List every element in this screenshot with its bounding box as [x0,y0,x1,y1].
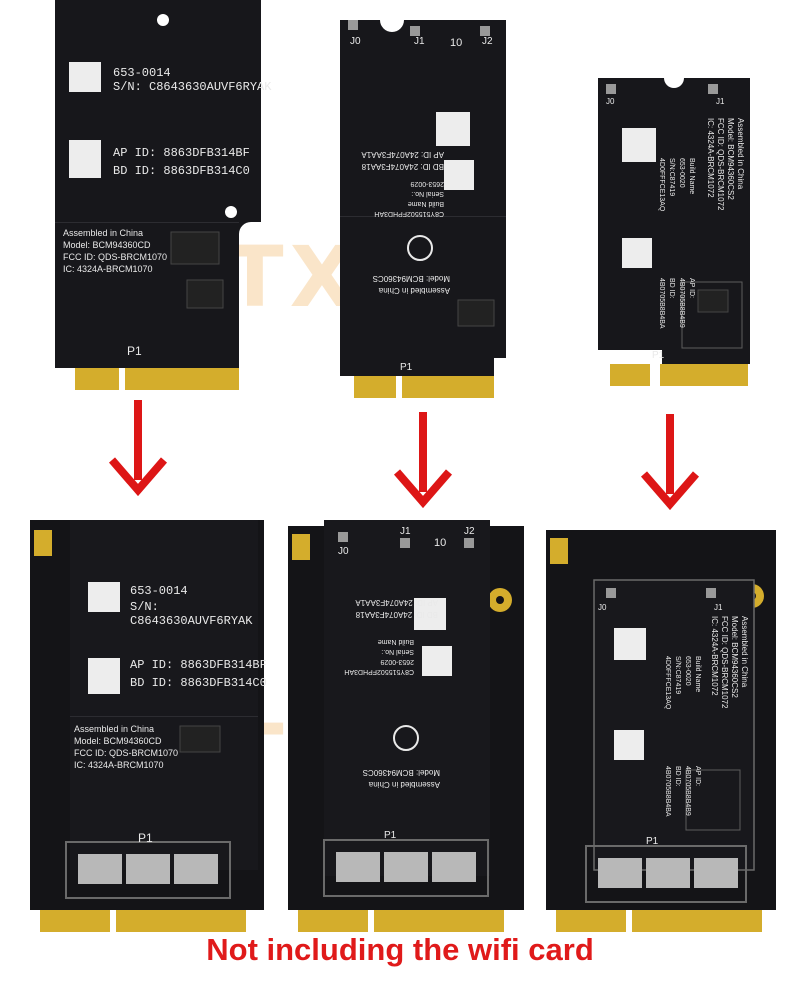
card2-badge: 10 [450,37,462,49]
card1-code: 653-0014 [113,66,171,80]
card1-ic: IC: 4324A-BRCM1070 [63,264,153,274]
caption: Not including the wifi card [206,932,594,967]
adapter1-model: Model: BCM94360CD [74,736,162,746]
card2-model: Model: BCM94360CS [373,274,450,283]
card2-build: Build Name [408,200,444,207]
adapter3-assembled: Assembled in China [740,616,749,688]
arrow-down-icon [640,414,700,511]
adapter3-p1: P1 [646,836,659,847]
adapter1-p1: P1 [138,831,153,845]
adapter3-p-code: 653-0020 [684,656,691,686]
card3-ff: 4D0FFFCE13AQ [658,158,665,212]
card2-bd-id: BD ID: 24A074F3AA18 [361,162,444,171]
adapter1-bd-id: BD ID: 8863DFB314C0 [130,676,267,690]
card3-fcc: FCC ID: QDS-BRCM1072 [716,118,725,211]
card3-sn: S/N:C87419 [668,158,675,196]
adapter1-ap-id: AP ID: 8863DFB314BF [130,658,267,672]
mini-pcie-adapter-1: P1 [30,520,264,932]
adapter2-p-code: 2653-0029 [380,658,414,665]
card2-j0: J0 [350,36,361,47]
card2-j1: J1 [414,36,425,47]
card1-model: Model: BCM94360CD [63,240,151,250]
mini-pcie-adapter-2: P1 J0 J1 J2 10 BD ID: 24A074F3AA18 AP ID… [288,520,524,932]
card3-ic: IC: 4324A-BRCM1072 [706,118,715,198]
adapter2-badge: 10 [434,537,446,549]
adapter3-j0: J0 [598,603,607,612]
card3-assembled: Assembled in China [736,118,745,190]
card3-ap: AP ID: [688,278,695,298]
adapter1-labels: 653-0014 S/N: C8643630AUVF6RYAK AP ID: 8… [30,520,270,940]
adapter1-fcc: FCC ID: QDS-BRCM1070 [74,748,179,758]
card2-serial-label: Serial No.: [411,190,444,197]
card3-j1: J1 [716,97,725,106]
card2-ap-id: AP ID: 24A074F3AA1A [361,150,444,159]
card1-fcc: FCC ID: QDS-BRCM1070 [63,252,168,262]
adapter2-bd-id: BD ID: 24A074F3AA18 [355,610,438,619]
card1-assembled: Assembled in China [63,228,144,238]
adapter3-ap-id: 4B0705B8B4B9 [684,766,691,816]
adapter3-j1: J1 [714,603,723,612]
adapter2-build: Build Name [378,638,414,645]
wifi-card-bcm94360cs2: P1 J0 J1 Assembled in China Model: BCM94… [598,78,750,386]
card3-model: Model: BCM94360CS2 [726,118,735,200]
adapter2-model: Model: BCM94360CS [363,768,440,777]
adapter3-build: Build Name [694,656,701,692]
adapter1-assembled: Assembled in China [74,724,155,734]
adapter2-j1: J1 [400,526,411,537]
card2-serial: C8Y515502FPHD3AH [374,210,444,217]
adapter2-serial: C8Y515502FPHD3AH [344,668,414,675]
wifi-card-bcm94360cs: P1 J0 J1 J2 10 BD ID: 24A074F3AA18 AP ID… [340,20,506,398]
card1-labels: 653-0014 S/N: C8643630AUVF6RYAK AP ID: 8… [55,0,275,400]
card2-j2: J2 [482,36,493,47]
card1-serial: S/N: C8643630AUVF6RYAK [113,80,272,94]
card2-p-code: 2653-0029 [410,180,444,187]
card2-assembled: Assembled in China [378,286,450,295]
card1-ap-id: AP ID: 8863DFB314BF [113,146,250,160]
card3-p-code: 653-0020 [678,158,685,188]
wifi-card-bcm94360cd: P1 [55,0,261,390]
adapter3-sn: S/N:C87419 [674,656,681,694]
adapter2-j2: J2 [464,526,475,537]
adapter1-ic: IC: 4324A-BRCM1070 [74,760,164,770]
mini-pcie-adapter-3: P1 J0 J1 Assembled in China Model: BCM94… [546,530,776,932]
card2-p1: P1 [400,362,413,373]
adapter1-code: 653-0014 [130,584,188,598]
adapter2-j0: J0 [338,546,349,557]
adapter3-fcc: FCC ID: QDS-BRCM1072 [720,616,729,709]
arrow-down-icon [393,412,453,509]
card1-p1: P1 [127,344,142,358]
card3-bd: BD ID: [668,278,675,299]
card3-p1: P1 [652,350,665,361]
adapter3-ap: AP ID: [694,766,701,786]
adapter3-ic: IC: 4324A-BRCM1072 [710,616,719,696]
adapter2-ap-id: AP ID: 24A074F3AA1A [355,598,438,607]
card3-ap-id: 4B0705B8B4B9 [678,278,685,328]
adapter3-ff: 4D0FFFCE13AQ [664,656,671,710]
card3-bd-id: 4B0705B8B4BA [658,278,665,329]
adapter3-bd-id: 4B0705B8B4BA [664,766,671,817]
adapter2-assembled: Assembled in China [368,780,440,789]
card3-j0: J0 [606,97,615,106]
card3-build: Build Name [688,158,695,194]
adapter3-model: Model: BCM94360CS2 [730,616,739,698]
adapter2-p1: P1 [384,830,397,841]
adapter3-bd: BD ID: [674,766,681,787]
adapter1-serial: S/N: C8643630AUVF6RYAK [130,600,253,628]
arrow-down-icon [108,400,168,497]
card1-bd-id: BD ID: 8863DFB314C0 [113,164,250,178]
adapter2-serial-label: Serial No.: [381,648,414,655]
